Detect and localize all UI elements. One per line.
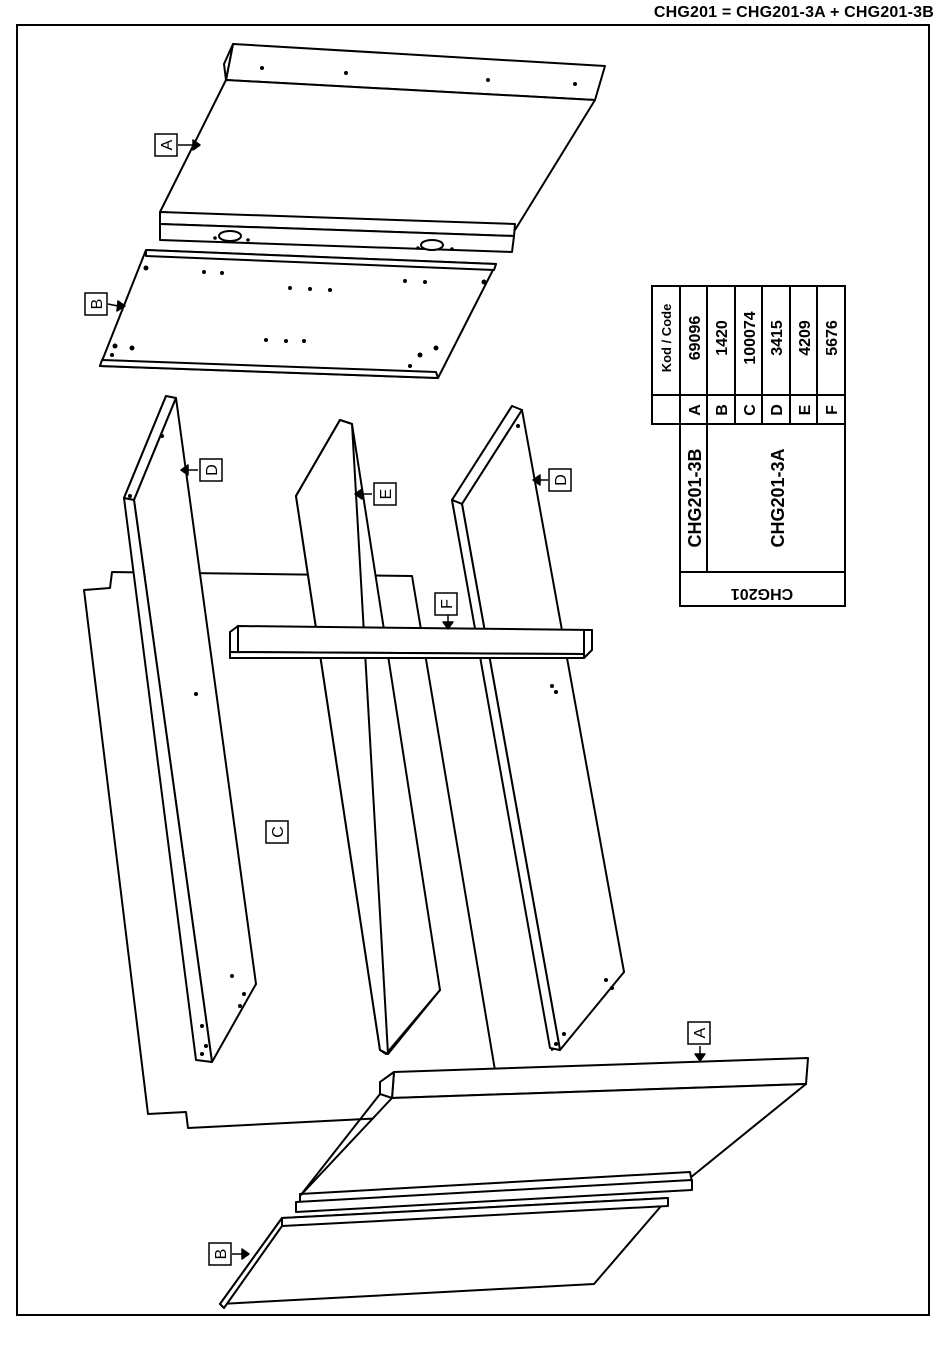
svg-text:D: D <box>204 464 221 476</box>
table-part-a: A <box>687 404 704 416</box>
table-code-d: 3415 <box>769 320 786 356</box>
svg-text:F: F <box>439 599 456 609</box>
label-f: F <box>435 593 457 615</box>
svg-text:A: A <box>159 139 176 150</box>
table-group-3b: CHG201-3B <box>685 448 705 547</box>
label-a-top: A <box>155 134 177 156</box>
svg-text:E: E <box>378 489 395 500</box>
table-part-f: F <box>824 405 841 415</box>
part-a-top-board <box>160 44 605 252</box>
svg-text:C: C <box>270 826 287 838</box>
label-e: E <box>374 483 396 505</box>
svg-text:B: B <box>213 1249 230 1260</box>
part-b-bottom-panel <box>220 1198 668 1308</box>
table-code-a: 69096 <box>687 316 704 361</box>
table-part-c: C <box>742 404 759 416</box>
table-title: CHG201 <box>731 585 793 602</box>
svg-text:A: A <box>692 1027 709 1038</box>
label-b-bottom: B <box>209 1243 231 1265</box>
table-code-e: 4209 <box>797 320 814 356</box>
label-d-right: D <box>549 469 571 491</box>
label-c: C <box>266 821 288 843</box>
svg-text:D: D <box>553 474 570 486</box>
svg-text:B: B <box>89 299 106 310</box>
label-b-top: B <box>85 293 107 315</box>
table-part-b: B <box>714 404 731 416</box>
parts-table: Kod / Code 69096 1420 100074 3415 4209 5… <box>652 286 845 606</box>
table-part-e: E <box>797 404 814 415</box>
table-code-b: 1420 <box>714 320 731 356</box>
table-header-code: Kod / Code <box>659 304 674 373</box>
table-code-f: 5676 <box>824 320 841 356</box>
part-b-top-panel <box>100 250 496 378</box>
table-group-3a: CHG201-3A <box>768 448 788 547</box>
table-code-c: 100074 <box>742 311 759 364</box>
part-d-right-side <box>452 406 624 1050</box>
table-part-d: D <box>769 404 786 416</box>
part-f-rail <box>230 626 592 658</box>
label-d-left: D <box>200 459 222 481</box>
label-a-bottom: A <box>688 1022 710 1044</box>
